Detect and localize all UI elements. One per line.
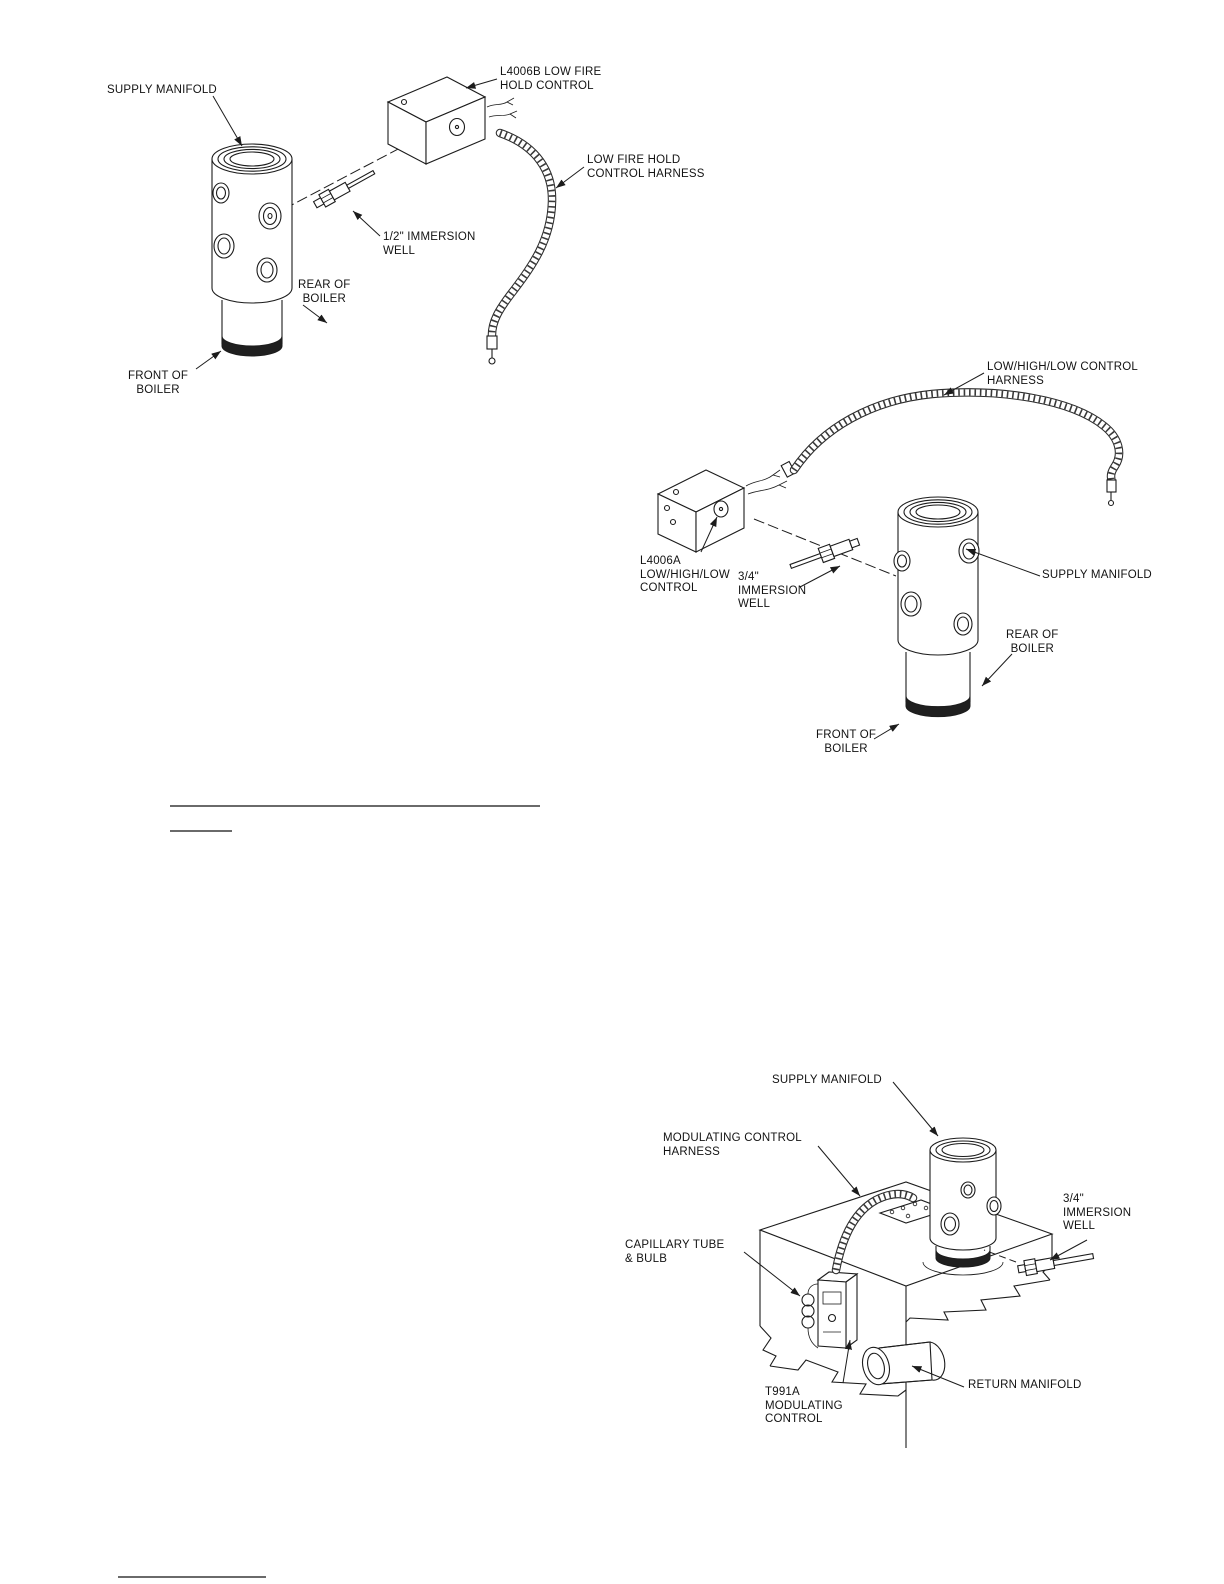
fig2-supply-manifold-drawing: [893, 496, 980, 718]
fig2-lead-wire: [747, 480, 788, 495]
fig1-manifold-ports: [212, 182, 282, 283]
fig3-control-label: T991A MODULATING CONTROL: [765, 1386, 843, 1425]
fig1-harness-drawing: [486, 128, 557, 365]
fig1-drawing: [195, 76, 585, 370]
fig3-t991a-control-drawing: [801, 1271, 859, 1350]
fig2-front-of-boiler-label: FRONT OF BOILER: [816, 729, 877, 755]
fig3-manifold-ports: [940, 1181, 1002, 1236]
fig3-harness-label: MODULATING CONTROL HARNESS: [663, 1132, 802, 1158]
fig1-lead-wire: [486, 97, 515, 108]
fig1-l4006b-control-drawing: [386, 76, 518, 165]
fig3-supply-manifold-drawing: [922, 1137, 1004, 1276]
fig1-control-label: L4006B LOW FIRE HOLD CONTROL: [500, 66, 602, 92]
fig1-rear-of-boiler-label: REAR OF BOILER: [298, 279, 351, 305]
fig2-rear-of-boiler-label: REAR OF BOILER: [1006, 629, 1059, 655]
fig2-harness-label: LOW/HIGH/LOW CONTROL HARNESS: [987, 361, 1138, 387]
fig3-harness-drawing: [831, 1189, 918, 1275]
fig2-drawing: [656, 372, 1124, 740]
fig3-leader-lines: [743, 1081, 1088, 1388]
fig1-lead-wire: [488, 110, 518, 119]
fig3-capillary-tube-label: CAPILLARY TUBE & BULB: [625, 1239, 725, 1265]
fig3-capillary-tail: [807, 1327, 819, 1349]
fig3-supply-manifold-label: SUPPLY MANIFOLD: [772, 1074, 882, 1086]
fig2-control-label: L4006A LOW/HIGH/LOW CONTROL: [640, 555, 730, 594]
fig2-immersion-well-label: 3/4" IMMERSION WELL: [738, 571, 807, 610]
fig1-leader-lines: [195, 78, 585, 370]
fig1-front-of-boiler-label: FRONT OF BOILER: [128, 370, 189, 396]
fig2-lead-wire: [745, 469, 781, 487]
fig3-drawing: [743, 1081, 1095, 1448]
fig3-immersion-well-label: 3/4" IMMERSION WELL: [1063, 1193, 1132, 1232]
fig1-harness-label: LOW FIRE HOLD CONTROL HARNESS: [587, 154, 705, 180]
fig3-return-manifold-drawing: [861, 1341, 946, 1386]
fig2-harness-drawing: [780, 388, 1124, 507]
fig2-immersion-well-drawing: [789, 537, 861, 569]
fig1-supply-manifold-label: SUPPLY MANIFOLD: [107, 84, 217, 96]
fig3-immersion-well-drawing: [983, 1249, 1095, 1277]
fig1-supply-manifold-drawing: [211, 143, 293, 357]
fig2-l4006a-control-drawing: [656, 469, 788, 553]
fig2-supply-manifold-label: SUPPLY MANIFOLD: [1042, 569, 1152, 581]
fig1-immersion-well-drawing: [312, 169, 376, 209]
fig3-return-manifold-label: RETURN MANIFOLD: [968, 1379, 1082, 1391]
fig2-leader-lines: [700, 372, 1041, 740]
fig1-immersion-well-label: 1/2" IMMERSION WELL: [383, 231, 476, 257]
